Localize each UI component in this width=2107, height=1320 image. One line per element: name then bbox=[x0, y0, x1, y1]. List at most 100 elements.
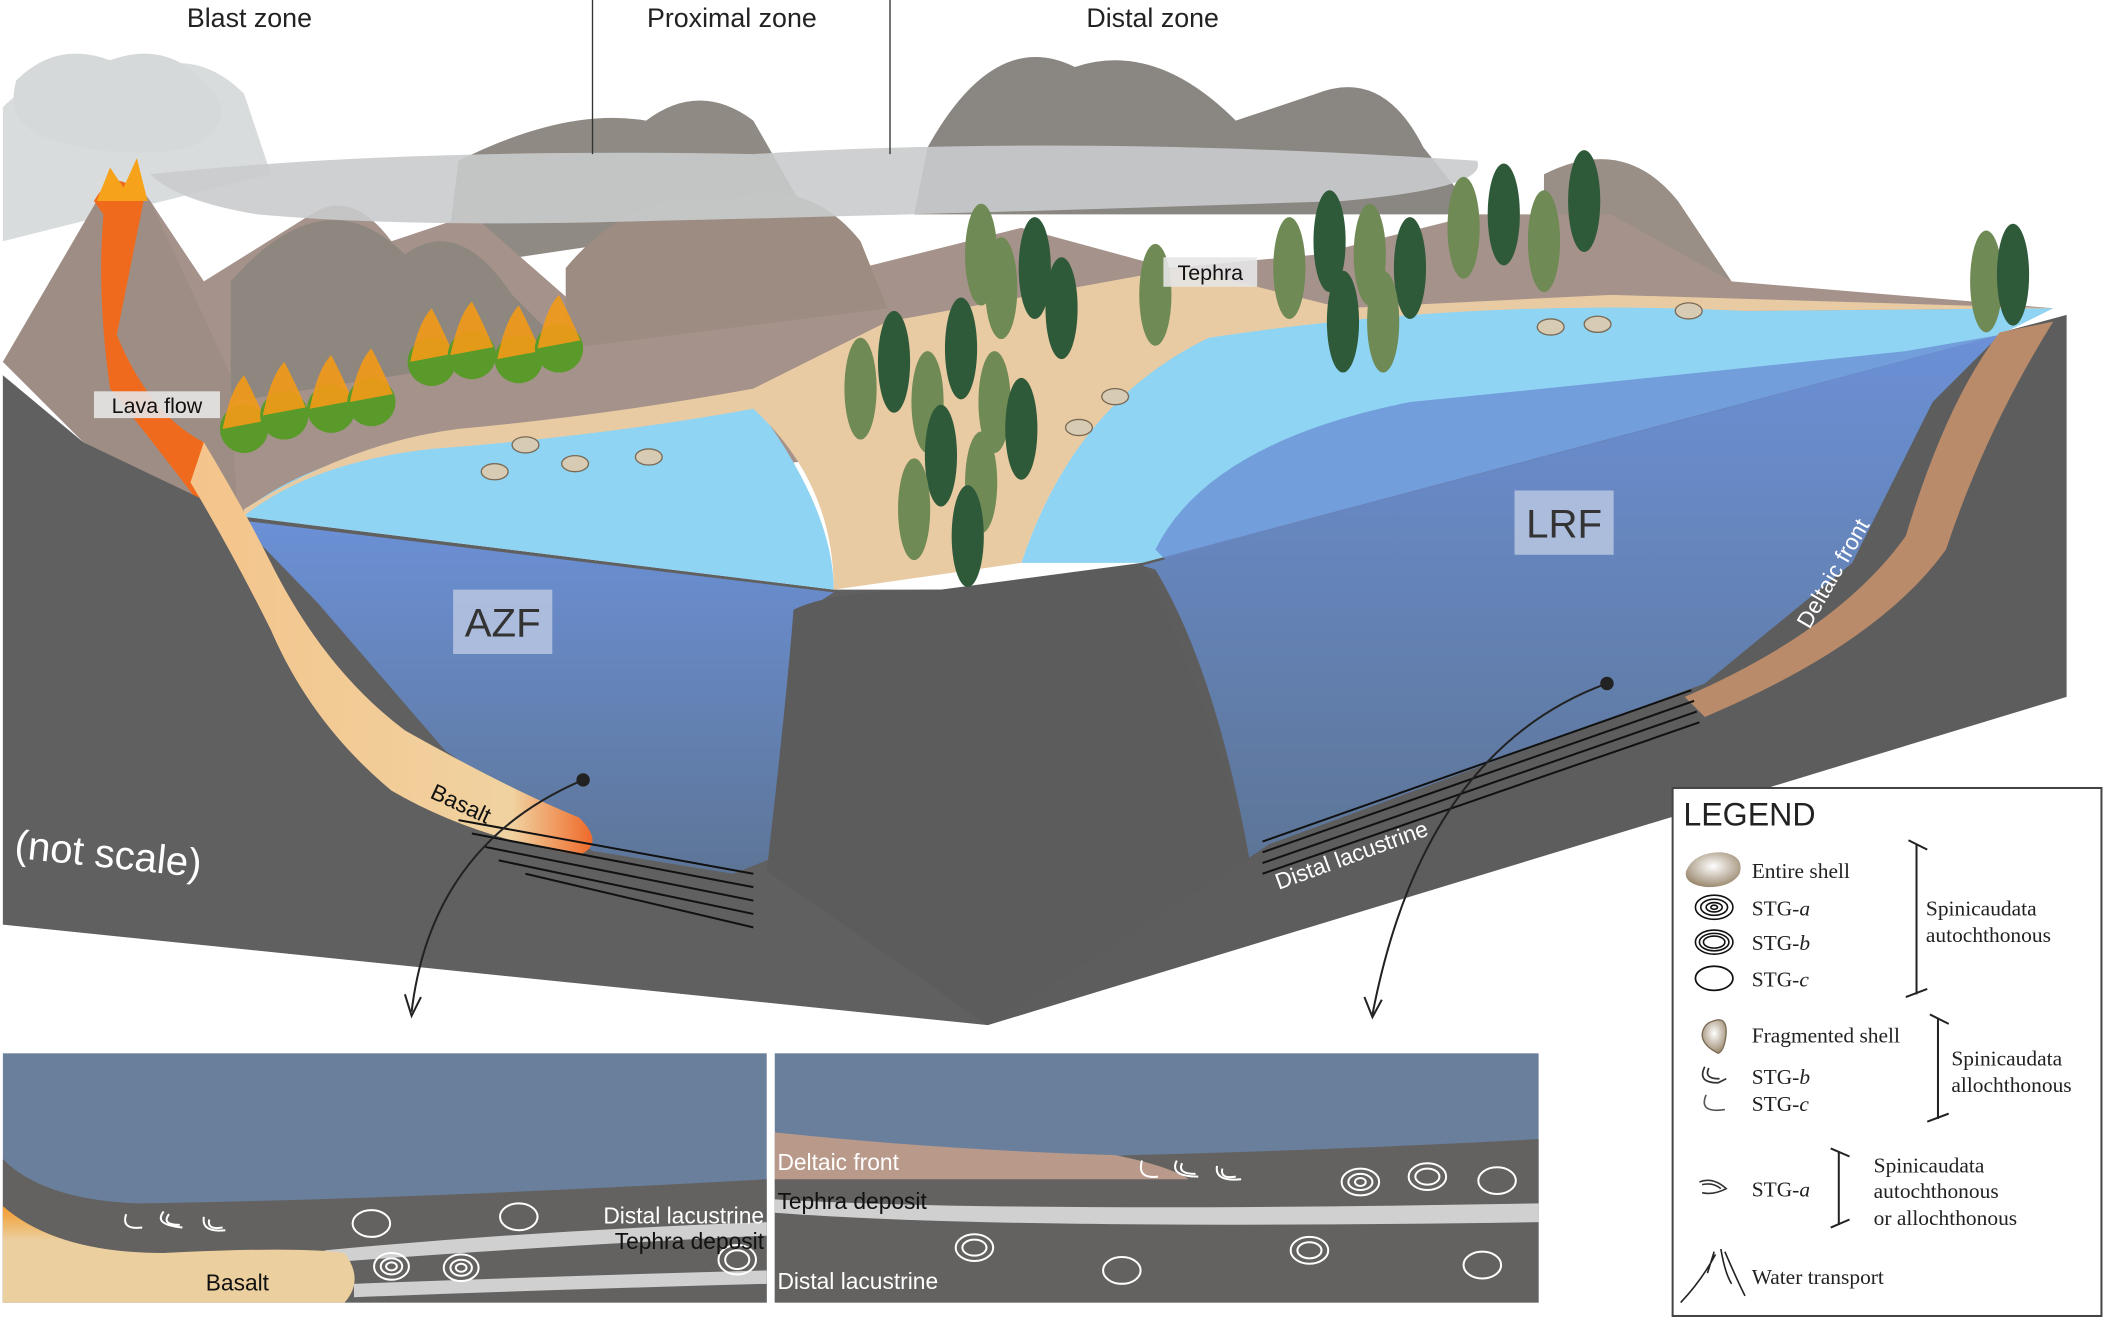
tree bbox=[1367, 270, 1400, 373]
tree bbox=[1527, 190, 1561, 293]
inset-right-distal-lacustrine: Distal lacustrine bbox=[777, 1268, 938, 1294]
legend: LEGEND Entire shell STG-a STG-b STG-c Fr… bbox=[1671, 786, 2103, 1317]
fire-flame bbox=[410, 308, 454, 362]
zone-label-proximal: Proximal zone bbox=[647, 3, 817, 33]
legend-stg-b-fragment: STG-b bbox=[1752, 1065, 1811, 1089]
stg-a-fragment-icon bbox=[1699, 1179, 1728, 1195]
lrf-label: LRF bbox=[1526, 501, 1602, 546]
lava-stream bbox=[93, 180, 238, 516]
lake-shallow bbox=[237, 402, 834, 590]
inset-left-basalt: Basalt bbox=[206, 1270, 270, 1296]
entire-shell-marker bbox=[634, 448, 663, 466]
lava-flow-label: Lava flow bbox=[112, 394, 203, 418]
inset-panel-lrf: Deltaic front Tephra deposit Distal lacu… bbox=[774, 1053, 1539, 1303]
deltaic-front-deposit bbox=[1684, 321, 2054, 717]
tree bbox=[1996, 223, 2030, 326]
tree bbox=[1487, 163, 1520, 266]
entire-shell-marker bbox=[1101, 387, 1130, 406]
tree bbox=[951, 485, 984, 587]
fire-flame bbox=[222, 375, 266, 429]
tree bbox=[1018, 217, 1051, 319]
entire-shell-marker bbox=[1583, 315, 1612, 334]
tree bbox=[877, 310, 911, 413]
legend-entire-shell: Entire shell bbox=[1752, 859, 1850, 883]
legend-group-mixed-1: Spinicaudata bbox=[1874, 1154, 1985, 1178]
fire-flame bbox=[497, 305, 541, 360]
inset-panel-azf: Distal lacustrine Tephra deposit Basalt bbox=[2, 1053, 767, 1303]
stg-c-fragment-icon bbox=[1703, 1094, 1726, 1112]
azf-label: AZF bbox=[465, 601, 541, 646]
inset-right-deltaic-front: Deltaic front bbox=[777, 1149, 899, 1175]
entire-shell-marker bbox=[561, 454, 590, 473]
strata-left bbox=[458, 819, 754, 929]
shells-on-shore bbox=[480, 302, 1703, 481]
central-ridge bbox=[766, 562, 1250, 1026]
tephra-label: Tephra bbox=[1178, 261, 1244, 285]
legend-group-mixed-2: autochthonous bbox=[1874, 1179, 1999, 1203]
strata-right bbox=[1262, 689, 1700, 875]
tree bbox=[1005, 377, 1038, 480]
legend-stg-b: STG-b bbox=[1752, 931, 1811, 955]
fragmented-shell-icon bbox=[1701, 1019, 1727, 1055]
zone-label-distal: Distal zone bbox=[1086, 3, 1219, 33]
fires bbox=[219, 294, 584, 453]
legend-title: LEGEND bbox=[1683, 797, 1815, 833]
legend-stg-c-fragment: STG-c bbox=[1752, 1092, 1810, 1116]
tree bbox=[1970, 230, 2003, 333]
tree bbox=[1393, 217, 1427, 319]
entire-shell-icon bbox=[1685, 852, 1741, 888]
azf-water-section bbox=[237, 519, 834, 874]
legend-stg-a-fragment: STG-a bbox=[1752, 1178, 1810, 1202]
tree bbox=[944, 297, 978, 400]
tree bbox=[844, 337, 877, 440]
legend-group-allochthonous-2: allochthonous bbox=[1951, 1073, 2071, 1097]
entire-shell-marker bbox=[511, 436, 540, 454]
legend-fragmented-shell: Fragmented shell bbox=[1752, 1024, 1900, 1048]
fire-flame bbox=[450, 301, 494, 356]
entire-shell-marker bbox=[480, 463, 509, 481]
volcano bbox=[2, 158, 238, 523]
stg-b-icon bbox=[1694, 929, 1734, 955]
legend-stg-c: STG-c bbox=[1752, 967, 1810, 991]
tree bbox=[1326, 270, 1360, 373]
stg-b-fragment-icon bbox=[1701, 1066, 1727, 1084]
legend-water-transport: Water transport bbox=[1752, 1265, 1884, 1289]
inset-arrow-right bbox=[1363, 676, 1614, 1020]
entire-shell-marker bbox=[1674, 302, 1703, 320]
tree bbox=[1273, 217, 1306, 319]
tree bbox=[1313, 190, 1346, 293]
inset-arrow-left bbox=[403, 773, 590, 1019]
legend-group-autochthonous-1: Spinicaudata bbox=[1926, 896, 2037, 920]
trees bbox=[844, 150, 2030, 587]
lrf-water-section bbox=[1141, 335, 2000, 858]
fire-flame bbox=[309, 355, 353, 409]
ash-cloud bbox=[13, 53, 1479, 224]
legend-stg-a: STG-a bbox=[1752, 896, 1810, 920]
water-transport-icon bbox=[1680, 1248, 1746, 1304]
legend-group-autochthonous-2: autochthonous bbox=[1926, 923, 2051, 947]
tree bbox=[965, 203, 998, 306]
tree bbox=[1447, 176, 1480, 279]
legend-group-mixed-3: or allochthonous bbox=[1874, 1206, 2018, 1230]
fossils bbox=[954, 1160, 1517, 1285]
fire-flame bbox=[349, 348, 393, 403]
fire-flame bbox=[262, 361, 306, 416]
stg-c-icon bbox=[1694, 965, 1734, 992]
stg-a-icon bbox=[1694, 894, 1734, 921]
entire-shell-marker bbox=[1536, 318, 1565, 336]
inset-left-distal-lacustrine: Distal lacustrine bbox=[603, 1203, 764, 1229]
tree bbox=[924, 404, 958, 507]
tree bbox=[978, 351, 1011, 453]
inset-right-tephra-deposit: Tephra deposit bbox=[777, 1188, 927, 1214]
zone-label-blast: Blast zone bbox=[187, 3, 312, 33]
tree bbox=[1045, 257, 1078, 360]
entire-shell-marker bbox=[1064, 418, 1094, 437]
fossils bbox=[124, 1202, 758, 1283]
legend-group-allochthonous-1: Spinicaudata bbox=[1951, 1046, 2062, 1070]
legend-brackets bbox=[1830, 839, 1950, 1229]
inset-left-tephra-deposit: Tephra deposit bbox=[615, 1228, 765, 1254]
tree bbox=[1568, 150, 1601, 252]
basalt-flow bbox=[190, 442, 593, 855]
